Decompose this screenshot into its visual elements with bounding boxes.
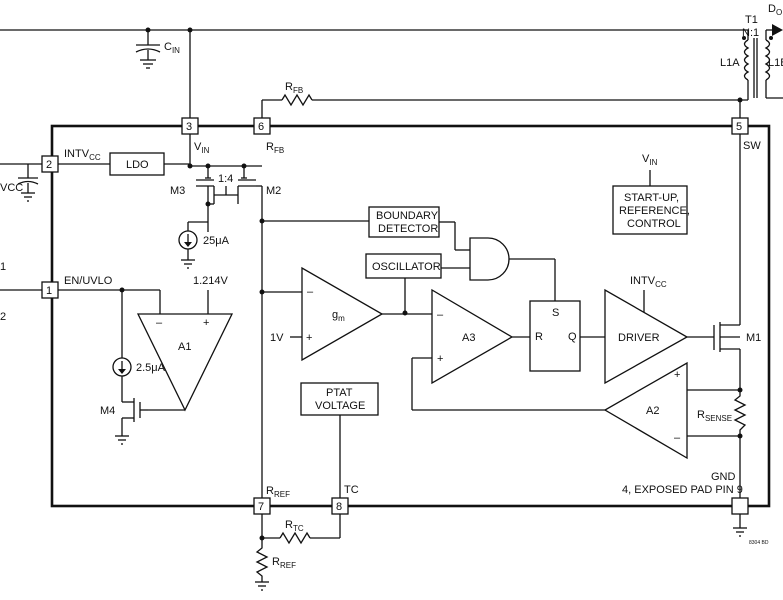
m4-label: M4 bbox=[100, 405, 115, 417]
ptat-label-2: VOLTAGE bbox=[315, 400, 365, 412]
driver-label: DRIVER bbox=[618, 332, 660, 344]
svg-text:+: + bbox=[437, 353, 443, 365]
current-25ua-label: 25μA bbox=[203, 235, 230, 247]
startup-label-3: CONTROL bbox=[627, 218, 681, 230]
vin-pin-label: VIN bbox=[194, 141, 210, 155]
mirror-ratio: 1:4 bbox=[218, 173, 233, 185]
boundary-detector-block bbox=[368, 206, 440, 238]
ref-1v-label: 1V bbox=[270, 332, 284, 344]
ptat-block bbox=[300, 382, 379, 416]
ref-1214v-label: 1.214V bbox=[193, 275, 229, 287]
left-label-1: 1 bbox=[0, 261, 6, 273]
current-2-5ua-label: 2.5μA bbox=[136, 362, 166, 374]
svg-text:–: – bbox=[156, 317, 163, 329]
rref-pin-label: RREF bbox=[266, 485, 290, 499]
boundary-label-2: DETECTOR bbox=[378, 223, 438, 235]
m3-label: M3 bbox=[170, 185, 185, 197]
rref-label: RREF bbox=[272, 556, 296, 570]
tc-label: TC bbox=[344, 484, 359, 496]
pin-gnd bbox=[731, 497, 749, 515]
driver-block bbox=[604, 288, 689, 385]
a3-label: A3 bbox=[462, 332, 475, 344]
rfb-pin-label: RFB bbox=[266, 141, 284, 155]
gm-amplifier bbox=[301, 266, 384, 362]
latch-r-label: R bbox=[535, 331, 543, 343]
vin-startup-label: VIN bbox=[642, 153, 658, 167]
cin-capacitor bbox=[135, 30, 161, 69]
pin-7-number: 7 bbox=[258, 501, 264, 513]
boundary-label-1: BOUNDARY bbox=[376, 210, 439, 222]
pin-6 bbox=[253, 117, 271, 135]
ldo-label: LDO bbox=[126, 159, 149, 171]
startup-label-1: START-UP, bbox=[624, 192, 679, 204]
intvcc-driver-label: INTVCC bbox=[630, 275, 667, 289]
rsense-label: RSENSE bbox=[697, 409, 732, 423]
startup-label-2: REFERENCE, bbox=[619, 205, 690, 217]
svg-text:+: + bbox=[306, 332, 312, 344]
svg-text:+: + bbox=[203, 317, 209, 329]
power-mosfet-m1 bbox=[713, 318, 741, 390]
and-gate bbox=[469, 237, 510, 281]
latch-q-label: Q bbox=[568, 331, 577, 343]
l1a-label: L1A bbox=[720, 57, 740, 69]
pin-6-number: 6 bbox=[258, 121, 264, 133]
pin-2-number: 2 bbox=[46, 159, 52, 171]
svg-text:–: – bbox=[307, 286, 314, 298]
amplifier-a2 bbox=[603, 361, 688, 460]
rref-resistor bbox=[255, 540, 269, 582]
left-label-2: 2 bbox=[0, 311, 6, 323]
ptat-label-1: PTAT bbox=[326, 387, 353, 399]
rfb-label: RFB bbox=[285, 81, 303, 95]
gnd-pin-label: 4, EXPOSED PAD PIN 9 bbox=[622, 484, 743, 496]
sr-latch bbox=[529, 300, 581, 372]
current-mirror bbox=[196, 166, 263, 506]
pin-5-number: 5 bbox=[736, 121, 742, 133]
sw-label: SW bbox=[743, 140, 761, 152]
transformer-t1 bbox=[742, 24, 783, 100]
startup-block bbox=[612, 185, 688, 235]
t1-label: T1 bbox=[745, 14, 758, 26]
cin-label: CIN bbox=[164, 41, 180, 55]
a1-label: A1 bbox=[178, 341, 191, 353]
do-label: DO bbox=[768, 3, 782, 17]
m2-label: M2 bbox=[266, 185, 281, 197]
svg-text:–: – bbox=[437, 309, 444, 321]
pin-8-number: 8 bbox=[336, 501, 342, 513]
rtc-resistor bbox=[279, 531, 311, 545]
oscillator-block bbox=[365, 253, 442, 279]
gnd-label: GND bbox=[711, 471, 736, 483]
en-uvlo-label: EN/UVLO bbox=[64, 275, 113, 287]
a2-label: A2 bbox=[646, 405, 659, 417]
gm-label: gm bbox=[332, 309, 345, 323]
rsense-resistor bbox=[733, 390, 747, 436]
pin-1-number: 1 bbox=[46, 285, 52, 297]
latch-s-label: S bbox=[552, 307, 559, 319]
intvcc-label: INTVCC bbox=[64, 148, 101, 162]
figure-number: 8304 BD bbox=[749, 540, 769, 546]
comparator-a1 bbox=[136, 313, 234, 412]
svg-text:+: + bbox=[674, 369, 680, 381]
pin-3-number: 3 bbox=[186, 121, 192, 133]
comparator-a3 bbox=[431, 288, 514, 385]
oscillator-label: OSCILLATOR bbox=[372, 261, 441, 273]
m1-label: M1 bbox=[746, 332, 761, 344]
turns-ratio: N:1 bbox=[742, 27, 759, 39]
vcc-left-label: VCC bbox=[0, 182, 23, 194]
chip-outline bbox=[50, 124, 771, 508]
l1b-label: L1B bbox=[768, 57, 783, 69]
rtc-label: RTC bbox=[285, 519, 304, 533]
svg-text:–: – bbox=[674, 432, 681, 444]
